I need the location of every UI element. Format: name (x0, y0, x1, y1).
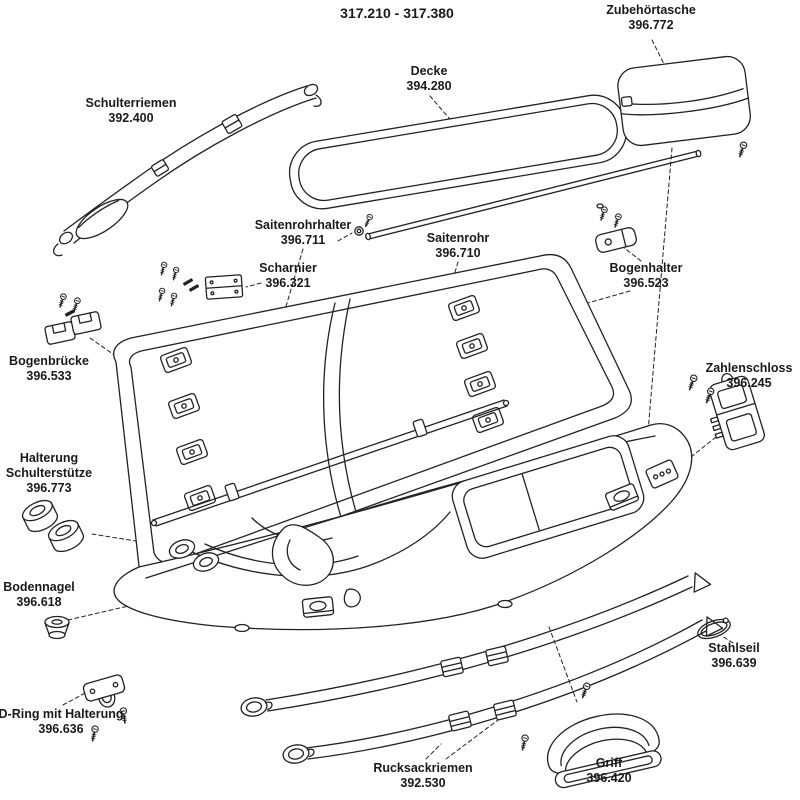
part-number: 396.711 (280, 233, 326, 247)
bow-holder-part-drawing (595, 203, 637, 253)
label-d-ring: D-Ring mit Halterung 396.636 (0, 707, 124, 737)
bow-bridge-parts-drawing (44, 292, 102, 345)
shoulder-strap-drawing (53, 83, 322, 257)
part-name: Decke (410, 64, 448, 78)
label-halterung-schulterstuetze: Halterung Schulterstütze 396.773 (6, 451, 92, 496)
label-saitenrohrhalter: Saitenrohrhalter 396.711 (255, 218, 352, 248)
string-tube-drawing (365, 149, 702, 241)
bottom-stud-drawing (44, 615, 70, 640)
shoulder-rest-holder-drawing (18, 495, 88, 557)
part-name: Scharnier (259, 261, 317, 275)
diagram-title: 317.210 - 317.380 (340, 5, 454, 21)
part-name: Saitenrohrhalter (254, 218, 352, 232)
part-name-line2: Schulterstütze (5, 466, 93, 480)
part-name: Saitenrohr (426, 231, 490, 245)
backpack-straps-drawing (240, 572, 724, 764)
label-bodennagel: Bodennagel 396.618 (3, 580, 75, 610)
part-number: 394.280 (406, 79, 452, 93)
part-number: 396.772 (628, 18, 674, 32)
part-number: 396.533 (26, 369, 72, 383)
part-name: Rucksackriemen (373, 761, 473, 775)
part-number: 396.710 (435, 246, 481, 260)
label-griff: Griff 396.420 (586, 756, 631, 786)
label-bogenhalter: Bogenhalter 396.523 (610, 261, 683, 291)
part-number: 396.523 (623, 276, 669, 290)
case-bottom-drawing (113, 422, 693, 633)
label-zahlenschloss: Zahlenschloss 396.245 (706, 361, 793, 391)
part-name: Schulterriemen (85, 96, 177, 110)
part-number: 396.420 (586, 771, 632, 785)
part-name: Stahlseil (708, 641, 760, 655)
label-saitenrohr: Saitenrohr 396.710 (427, 231, 490, 261)
label-zubehoertasche: Zubehörtasche 396.772 (606, 3, 696, 33)
label-rucksackriemen: Rucksackriemen 392.530 (373, 761, 472, 791)
part-name: Bodennagel (3, 580, 75, 594)
part-number: 392.530 (400, 776, 446, 790)
part-number: 396.639 (711, 656, 757, 670)
part-name: D-Ring mit Halterung (0, 707, 124, 721)
part-name: Zubehörtasche (606, 3, 696, 17)
tube-holder-part-drawing (354, 212, 374, 236)
part-name: Bogenbrücke (9, 354, 89, 368)
part-name: Halterung (19, 451, 79, 465)
hinge-drawing (156, 260, 244, 308)
part-name: Zahlenschloss (705, 361, 793, 375)
handle-drawing (518, 681, 662, 789)
part-name: Griff (595, 756, 623, 770)
part-number: 396.636 (38, 722, 84, 736)
accessory-pouch-drawing (617, 55, 751, 159)
lid-panel-drawing (288, 94, 628, 210)
label-decke: Decke 394.280 (406, 64, 451, 94)
part-number: 392.400 (108, 111, 154, 125)
part-number: 396.321 (265, 276, 311, 290)
combination-lock-part-drawing (685, 373, 765, 451)
steel-cable-drawing (697, 617, 731, 640)
d-ring-drawing (82, 674, 129, 743)
part-number: 396.618 (16, 595, 62, 609)
label-scharnier: Scharnier 396.321 (259, 261, 317, 291)
part-name: Bogenhalter (609, 261, 683, 275)
label-schulterriemen: Schulterriemen 392.400 (85, 96, 176, 126)
label-stahlseil: Stahlseil 396.639 (708, 641, 759, 671)
part-number: 396.245 (726, 376, 772, 390)
label-bogenbruecke: Bogenbrücke 396.533 (9, 354, 89, 384)
part-number: 396.773 (26, 481, 72, 495)
